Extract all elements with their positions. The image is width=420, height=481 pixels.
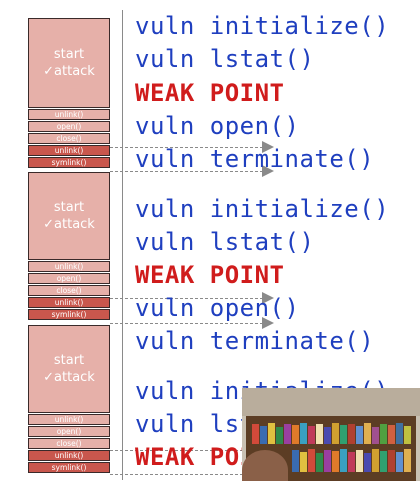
start-label: start	[53, 47, 85, 62]
dashed-arrow-line	[110, 298, 268, 299]
code-line-open: vuln open()	[135, 294, 300, 322]
code-line-open: vuln open()	[135, 112, 300, 140]
dashed-arrow-line	[110, 474, 268, 475]
syscall-open: open()	[28, 426, 110, 437]
start-label: start	[53, 200, 85, 215]
syscall-symlink-hot: symlink()	[28, 309, 110, 320]
syscall-symlink-hot: symlink()	[28, 157, 110, 168]
code-line-terminate: vuln terminate()	[135, 327, 375, 355]
syscall-unlink-hot: unlink()	[28, 145, 110, 156]
syscall-open: open()	[28, 121, 110, 132]
syscall-close: close()	[28, 438, 110, 449]
weak-point-label: WEAK POINT	[135, 79, 285, 107]
arrow-head-icon	[262, 317, 274, 329]
syscall-unlink: unlink()	[28, 261, 110, 272]
syscall-unlink: unlink()	[28, 414, 110, 425]
code-line-lstat: vuln lstat()	[135, 45, 315, 73]
book-row-top	[252, 422, 412, 444]
arrow-head-icon	[262, 165, 274, 177]
syscall-open: open()	[28, 273, 110, 284]
webcam-overlay	[242, 388, 420, 481]
syscall-close: close()	[28, 285, 110, 296]
start-attack-block-3: start ✓attack	[28, 325, 110, 413]
syscall-unlink-hot: unlink()	[28, 450, 110, 461]
dashed-arrow-line	[110, 323, 268, 324]
weak-point-label: WEAK POINT	[135, 261, 285, 289]
dashed-arrow-line	[110, 147, 268, 148]
attack-label: ✓attack	[43, 370, 95, 385]
code-line-terminate: vuln terminate()	[135, 145, 375, 173]
book-row-bottom	[252, 448, 412, 472]
attack-label: ✓attack	[43, 217, 95, 232]
dashed-arrow-line	[110, 171, 268, 172]
timeline-divider	[122, 10, 123, 480]
start-attack-block-1: start ✓attack	[28, 18, 110, 108]
attack-label: ✓attack	[43, 64, 95, 79]
code-line-initialize: vuln initialize()	[135, 195, 390, 223]
syscall-unlink-hot: unlink()	[28, 297, 110, 308]
presenter-head	[242, 450, 288, 481]
code-line-initialize: vuln initialize()	[135, 12, 390, 40]
start-attack-block-2: start ✓attack	[28, 172, 110, 260]
start-label: start	[53, 353, 85, 368]
arrow-head-icon	[262, 292, 274, 304]
arrow-head-icon	[262, 141, 274, 153]
wall-background	[242, 388, 420, 416]
code-line-lstat: vuln lstat()	[135, 228, 315, 256]
dashed-arrow-line	[110, 450, 268, 451]
syscall-unlink: unlink()	[28, 109, 110, 120]
syscall-symlink-hot: symlink()	[28, 462, 110, 473]
syscall-close: close()	[28, 133, 110, 144]
